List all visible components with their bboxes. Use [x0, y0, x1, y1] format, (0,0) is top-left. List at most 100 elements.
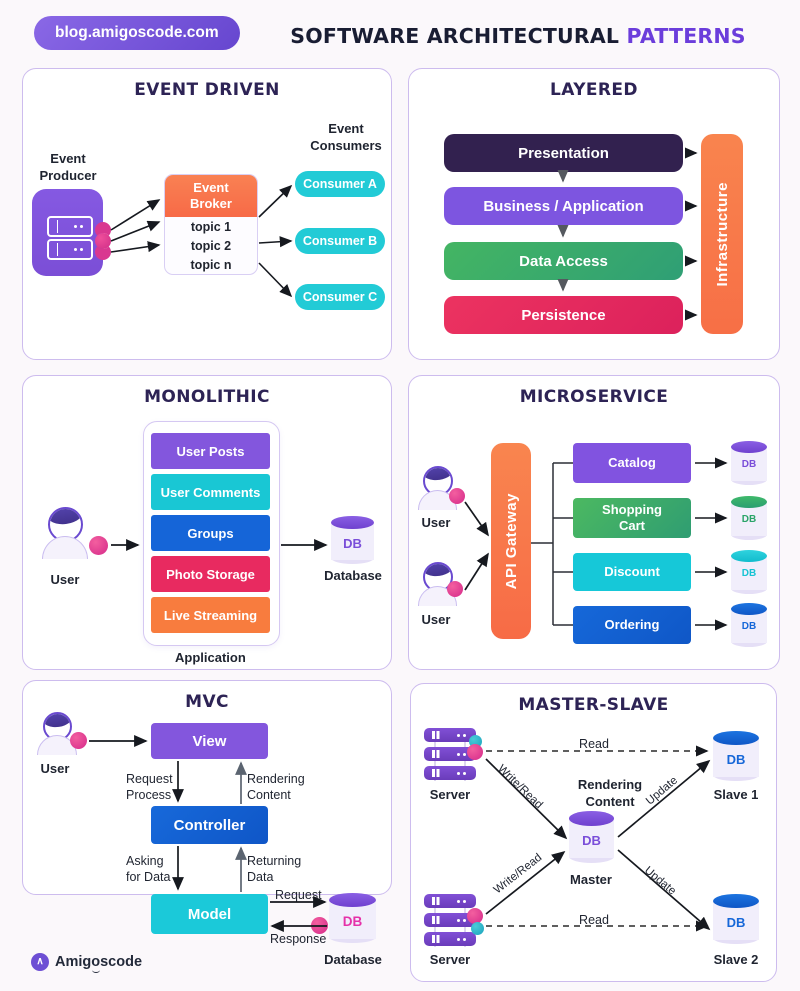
panel-title: LAYERED: [550, 80, 638, 100]
module-live-streaming: Live Streaming: [151, 597, 270, 633]
db-text: DB: [343, 536, 362, 552]
rendering-content-label: Rendering Content: [577, 777, 643, 809]
brand-footer: ∧ Amigoscode: [31, 953, 142, 973]
write-read-label: Write/Read: [491, 851, 545, 897]
database-icon: DB: [329, 893, 376, 943]
slave-database-icon: DB: [713, 731, 759, 781]
slave-database-icon: DB: [713, 894, 759, 944]
db-cylinder-top: [713, 731, 759, 745]
pink-connector-dot: [311, 917, 328, 934]
returning-data-label: Returning Data: [247, 854, 302, 884]
db-cylinder-top: [329, 893, 376, 907]
event-broker-header: Event Broker: [165, 175, 257, 217]
user-label: User: [40, 761, 70, 776]
panel-title: EVENT DRIVEN: [134, 80, 280, 100]
db-text: DB: [741, 621, 757, 633]
module-groups: Groups: [151, 515, 270, 551]
layer-data-access: Data Access: [444, 242, 683, 280]
db-cylinder-top: [713, 894, 759, 908]
module-user-comments: User Comments: [151, 474, 270, 510]
asking-for-data-label: Asking for Data: [126, 854, 171, 884]
db-text: DB: [741, 514, 757, 526]
service-ordering: Ordering: [573, 606, 691, 644]
view-box: View: [151, 723, 268, 759]
panel-title: MONOLITHIC: [144, 387, 270, 407]
database-label: Database: [324, 568, 382, 583]
api-gateway-bar: API Gateway: [491, 443, 531, 639]
rendering-content-label: Rendering Content: [247, 772, 305, 802]
model-box: Model: [151, 894, 268, 934]
panel-mvc: MVC User View Controller Model Request P…: [22, 680, 392, 967]
pink-connector-dot: [447, 581, 463, 597]
database-icon: DB: [731, 441, 767, 485]
db-text: DB: [726, 915, 746, 930]
user-label: User: [421, 612, 451, 627]
read-label: Read: [579, 913, 609, 927]
module-user-posts: User Posts: [151, 433, 270, 469]
request-label: Request: [275, 888, 322, 902]
infrastructure-bar: Infrastructure: [701, 134, 743, 334]
user-label: User: [50, 572, 80, 587]
db-cylinder-top: [731, 496, 767, 509]
event-consumers-label: Event Consumers: [310, 121, 382, 153]
panel-master-slave: MASTER-SLAVE Server Server Read Read Wri…: [410, 683, 777, 982]
panel-title: MICROSERVICE: [519, 387, 669, 407]
database-icon: DB: [331, 516, 374, 564]
server-label: Server: [429, 952, 471, 967]
db-text: DB: [582, 832, 601, 848]
panel-monolithic: MONOLITHIC User User Posts User Comments…: [22, 375, 392, 670]
page-title-main: SOFTWARE ARCHITECTURAL: [290, 24, 620, 48]
brand-name: Amigoscode: [55, 954, 142, 973]
read-label: Read: [579, 737, 609, 751]
layer-presentation: Presentation: [444, 134, 683, 172]
server-label: Server: [429, 787, 471, 802]
blog-url-badge[interactable]: blog.amigoscode.com: [34, 16, 240, 50]
service-catalog: Catalog: [573, 443, 691, 483]
consumer-pill: Consumer A: [295, 171, 385, 197]
api-gateway-label: API Gateway: [502, 492, 520, 590]
database-icon: DB: [731, 550, 767, 594]
module-photo-storage: Photo Storage: [151, 556, 270, 592]
database-icon: DB: [731, 603, 767, 647]
logo-smile-mark: [92, 967, 100, 973]
pink-connector-dot: [70, 732, 87, 749]
slave-2-label: Slave 2: [713, 952, 759, 967]
slave-1-label: Slave 1: [713, 787, 759, 802]
page-title-accent: PATTERNS: [626, 24, 746, 48]
db-cylinder-top: [731, 603, 767, 616]
db-cylinder-top: [731, 441, 767, 454]
pink-connector-dot: [89, 536, 108, 555]
event-producer-label: Event Producer: [39, 151, 97, 183]
pink-connector-dots: [95, 233, 111, 249]
panel-event-driven: EVENT DRIVEN Event Producer Event Broker…: [22, 68, 392, 360]
amigoscode-logo-icon: ∧: [31, 953, 49, 971]
layer-business-application: Business / Application: [444, 187, 683, 225]
infrastructure-label: Infrastructure: [713, 181, 731, 287]
layer-persistence: Persistence: [444, 296, 683, 334]
topic-item: topic 2: [190, 238, 232, 253]
database-icon: DB: [731, 496, 767, 540]
panel-title: MASTER-SLAVE: [518, 695, 669, 715]
topic-item: topic 1: [190, 219, 232, 234]
event-broker-card: Event Broker topic 1 topic 2 topic n: [164, 174, 258, 275]
response-label: Response: [270, 932, 327, 946]
server-row-icon: [47, 239, 93, 260]
panel-title: MVC: [185, 692, 229, 712]
update-label: Update: [641, 864, 679, 898]
request-process-label: Request Process: [126, 772, 173, 802]
application-label: Application: [175, 650, 246, 665]
db-cylinder-top: [331, 516, 374, 530]
master-database-icon: DB: [569, 811, 614, 863]
write-read-label: Write/Read: [495, 762, 545, 812]
service-discount: Discount: [573, 553, 691, 591]
consumer-pill: Consumer C: [295, 284, 385, 310]
page-title: SOFTWARE ARCHITECTURAL PATTERNS: [250, 24, 786, 48]
teal-connector-dot: [471, 922, 484, 935]
server-row-icon: [47, 216, 93, 237]
server-stack-icon: [424, 894, 476, 947]
panel-layered: LAYERED Presentation Business / Applicat…: [408, 68, 780, 360]
topic-item: topic n: [190, 257, 232, 272]
controller-box: Controller: [151, 806, 268, 844]
db-cylinder-top: [569, 811, 614, 826]
pink-connector-dot: [449, 488, 465, 504]
